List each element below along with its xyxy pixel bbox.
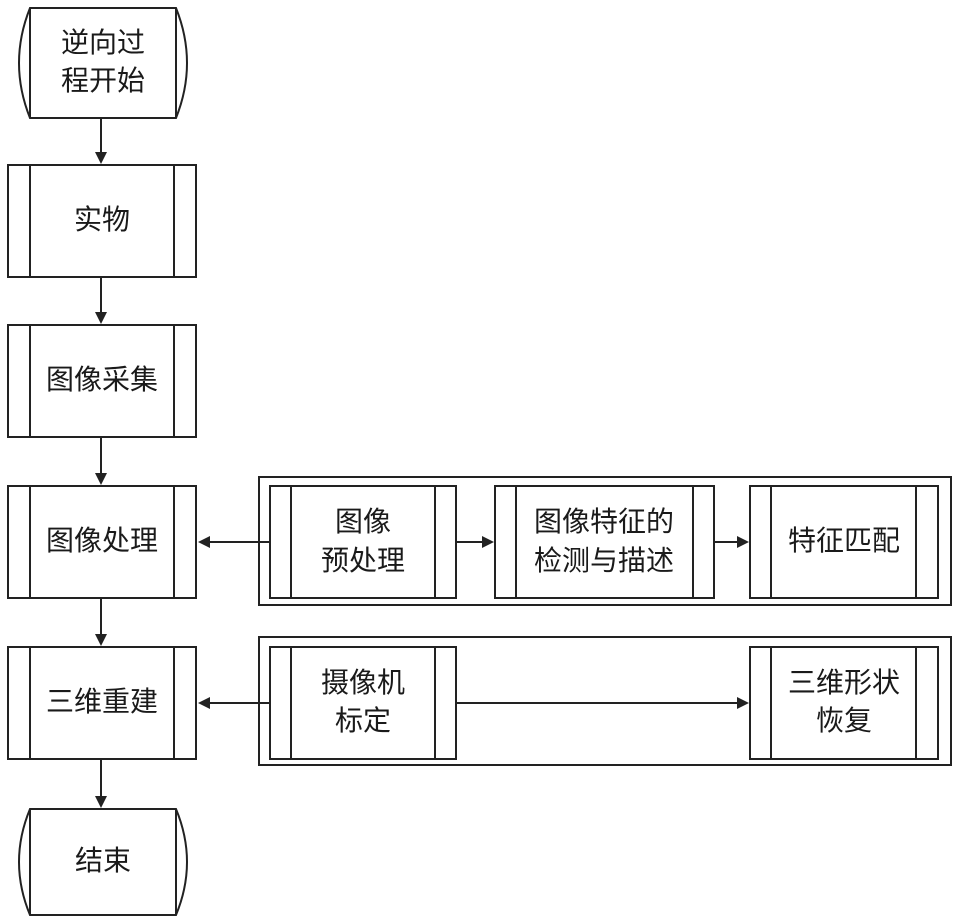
arrow-reconstruction-to-end: [95, 759, 107, 808]
arrowhead: [737, 536, 749, 548]
start-node-label-line2: 程开始: [61, 64, 145, 97]
image-processing-node-label: 图像处理: [46, 524, 158, 557]
image-acquisition-node: 图像采集: [7, 324, 197, 438]
arrowhead: [198, 697, 210, 709]
image-processing-node: 图像处理: [7, 485, 197, 599]
reconstruction-node: 三维重建: [7, 646, 197, 760]
object-node-label: 实物: [74, 203, 130, 236]
arrow-calibration-to-recovery: [456, 697, 749, 709]
object-node: 实物: [7, 164, 197, 278]
arrowhead: [95, 634, 107, 646]
image-acquisition-node-label: 图像采集: [46, 363, 158, 396]
preprocess-node-label-line2: 预处理: [321, 544, 405, 577]
arrow-start-to-object: [95, 118, 107, 164]
feature-detect-node-label-line1: 图像特征的: [534, 505, 674, 538]
calibration-node-label-line2: 标定: [335, 704, 391, 737]
shape-recovery-node-label-line1: 三维形状: [788, 666, 900, 699]
feature-match-node: 特征匹配: [749, 485, 939, 599]
start-node-shape: [18, 7, 188, 119]
arrow-detect-to-match: [714, 536, 749, 548]
feature-match-node-box: [749, 485, 939, 599]
start-node: 逆向过 程开始: [18, 7, 188, 119]
arrowhead: [95, 796, 107, 808]
arrowhead: [95, 152, 107, 164]
arrow-acquisition-to-processing: [95, 437, 107, 485]
calibration-node-label-line1: 摄像机: [321, 666, 405, 699]
shape-recovery-node-box: [749, 646, 939, 760]
arrow-processing-group-to-processing: [198, 536, 270, 548]
arrowhead: [95, 312, 107, 324]
processing-group: 图像 预处理 图像特征的 检测与描述 特征匹配: [198, 476, 952, 606]
end-node: 结束: [18, 808, 188, 916]
calibration-node-box: [269, 646, 457, 760]
feature-detect-node-box: [494, 485, 715, 599]
feature-match-node-label: 特征匹配: [788, 524, 900, 557]
preprocess-node: 图像 预处理: [269, 485, 457, 599]
feature-detect-node-label-line2: 检测与描述: [534, 544, 674, 577]
arrowhead: [737, 697, 749, 709]
feature-detect-node: 图像特征的 检测与描述: [494, 485, 715, 599]
arrowhead: [198, 536, 210, 548]
end-node-label: 结束: [75, 844, 131, 877]
shape-recovery-node-label-line2: 恢复: [816, 704, 872, 737]
preprocess-node-label-line1: 图像: [335, 505, 391, 538]
reconstruction-group: 摄像机 标定 三维形状 恢复: [198, 636, 952, 766]
reconstruction-group-frame: [258, 636, 952, 766]
reconstruction-node-label: 三维重建: [46, 685, 158, 718]
arrowhead: [482, 536, 494, 548]
shape-recovery-node: 三维形状 恢复: [749, 646, 939, 760]
arrow-processing-to-reconstruction: [95, 598, 107, 646]
arrow-object-to-acquisition: [95, 277, 107, 324]
arrow-preprocess-to-detect: [456, 536, 494, 548]
start-node-label-line1: 逆向过: [61, 26, 145, 59]
arrow-reconstruction-group-to-reconstruction: [198, 697, 270, 709]
calibration-node: 摄像机 标定: [269, 646, 457, 760]
arrowhead: [95, 473, 107, 485]
preprocess-node-box: [269, 485, 457, 599]
